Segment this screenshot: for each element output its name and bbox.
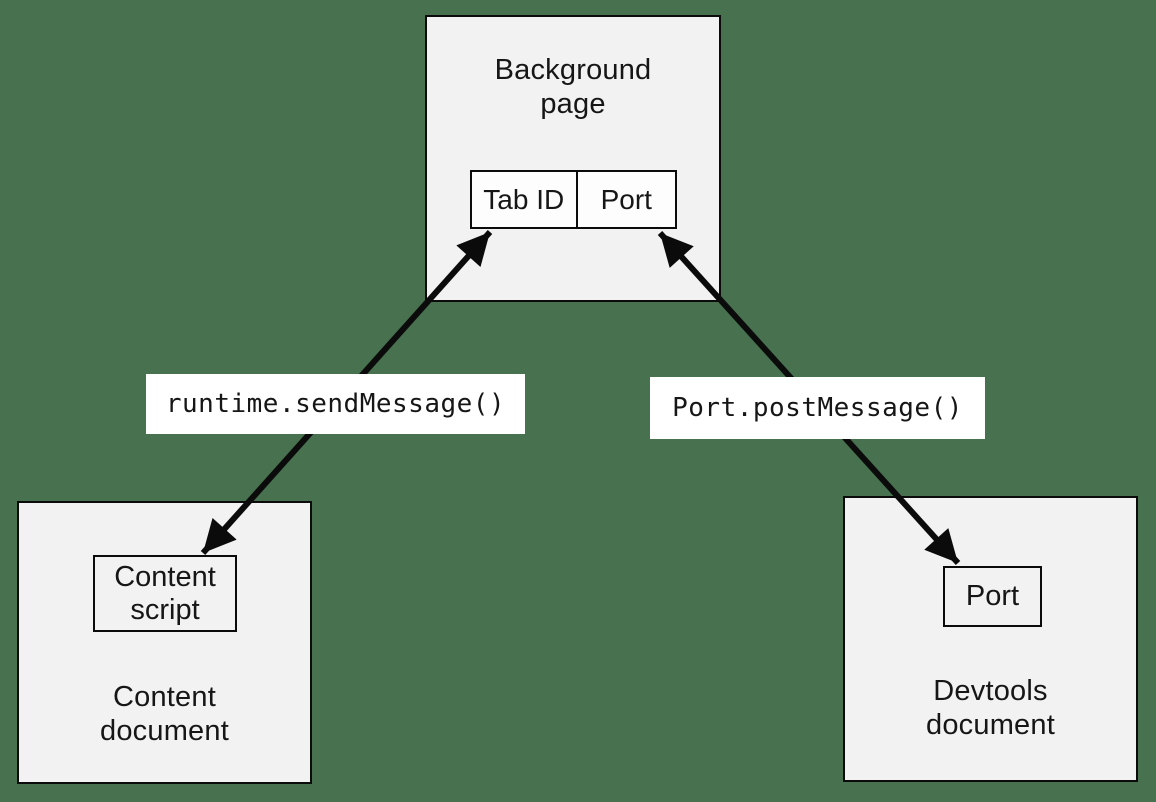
tab-port-table: Tab ID Port: [470, 170, 677, 229]
port-postmessage-label: Port.postMessage(): [650, 377, 985, 439]
content-document-title-line2: document: [100, 715, 229, 747]
content-document-title: Content document: [19, 680, 310, 748]
content-document-box: Content script Content document: [17, 501, 312, 784]
content-script-line2: script: [130, 593, 200, 626]
devtools-port-label: Port: [965, 580, 1020, 612]
runtime-sendmessage-label: runtime.sendMessage(): [146, 374, 525, 434]
devtools-port-box: Port: [943, 566, 1042, 627]
background-page-box: Background page Tab ID Port: [425, 15, 721, 302]
devtools-document-title-line1: Devtools: [933, 675, 1048, 707]
devtools-document-box: Port Devtools document: [843, 496, 1138, 782]
port-cell: Port: [600, 183, 652, 215]
content-document-title-line1: Content: [113, 681, 216, 713]
devtools-document-title: Devtools document: [845, 674, 1136, 742]
background-page-title-line2: page: [540, 88, 606, 120]
background-page-title: Background page: [427, 53, 719, 121]
content-script-box: Content script: [93, 555, 237, 632]
background-page-title-line1: Background: [494, 54, 652, 86]
devtools-document-title-line2: document: [926, 709, 1055, 741]
tab-id-cell: Tab ID: [472, 172, 578, 227]
content-script-line1: Content: [114, 560, 216, 593]
